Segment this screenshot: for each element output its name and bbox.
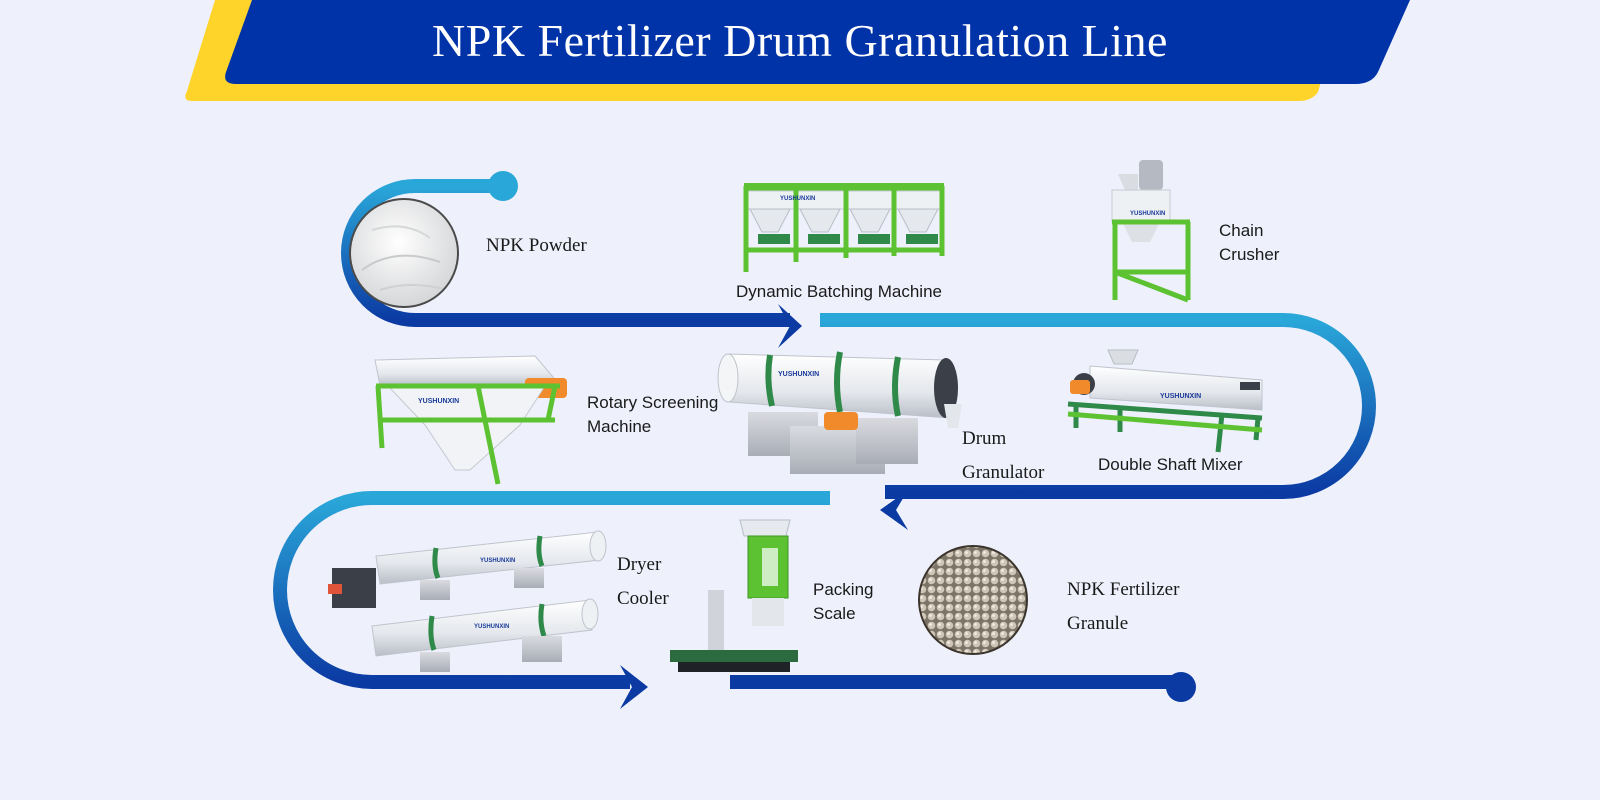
- double-shaft-mixer-image: [1067, 349, 1263, 453]
- chain-crusher-image: [1111, 160, 1191, 303]
- path-end-dot: [1166, 672, 1196, 702]
- brand-logo-batching: YUSHUNXIN: [780, 196, 815, 202]
- brand-logo-dryer: YUSHUNXIN: [480, 558, 515, 564]
- packing-scale-image: [670, 519, 798, 672]
- arrow-right-bottom-icon: [620, 665, 648, 709]
- path-top-loop: [341, 179, 790, 327]
- label-npk-powder: NPK Powder: [486, 235, 587, 256]
- title-banner: [185, 0, 1411, 101]
- arrow-left-icon: [880, 490, 908, 530]
- rotary-screening-machine-image: [374, 355, 567, 485]
- brand-logo-granulator: YUSHUNXIN: [778, 371, 819, 378]
- path-middle-right: [820, 313, 1376, 499]
- banner-blue-band: [225, 0, 1411, 84]
- label-double-shaft-mixer: Double Shaft Mixer: [1098, 455, 1243, 474]
- brand-logo-cooler: YUSHUNXIN: [474, 624, 509, 630]
- npk-powder-image: [349, 198, 459, 308]
- drum-granulator-image: [717, 351, 962, 474]
- dynamic-batching-machine-image: [743, 183, 945, 272]
- brand-logo-screening: YUSHUNXIN: [418, 398, 459, 405]
- brand-logo-crusher: YUSHUNXIN: [1130, 211, 1165, 217]
- arrow-right-icon: [778, 304, 802, 348]
- dryer-cooler-image: [328, 530, 607, 672]
- path-middle-left: [273, 491, 830, 689]
- brand-logo-mixer: YUSHUNXIN: [1160, 393, 1201, 400]
- npk-fertilizer-granule-image: [918, 545, 1028, 655]
- path-start-dot: [488, 171, 518, 201]
- label-dynamic-batching-machine: Dynamic Batching Machine: [736, 282, 942, 301]
- process-path: [273, 179, 1376, 689]
- page-title: NPK Fertilizer Drum Granulation Line: [432, 15, 1168, 66]
